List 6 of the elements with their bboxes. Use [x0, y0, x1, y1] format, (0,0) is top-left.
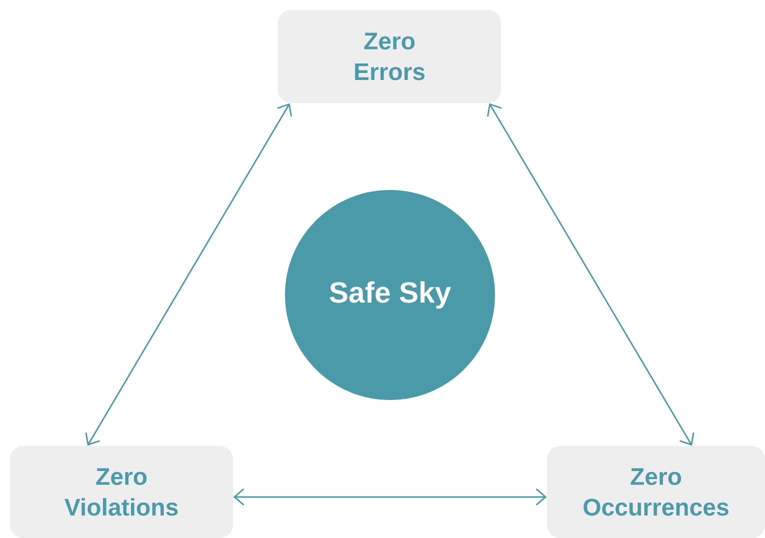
arrow — [487, 103, 694, 446]
arrow — [85, 103, 292, 446]
arrow — [233, 488, 547, 506]
text-box: Zero Errors — [278, 10, 501, 103]
text-box: Zero Occurrences — [547, 446, 765, 538]
text-box: Zero Violations — [10, 446, 233, 538]
